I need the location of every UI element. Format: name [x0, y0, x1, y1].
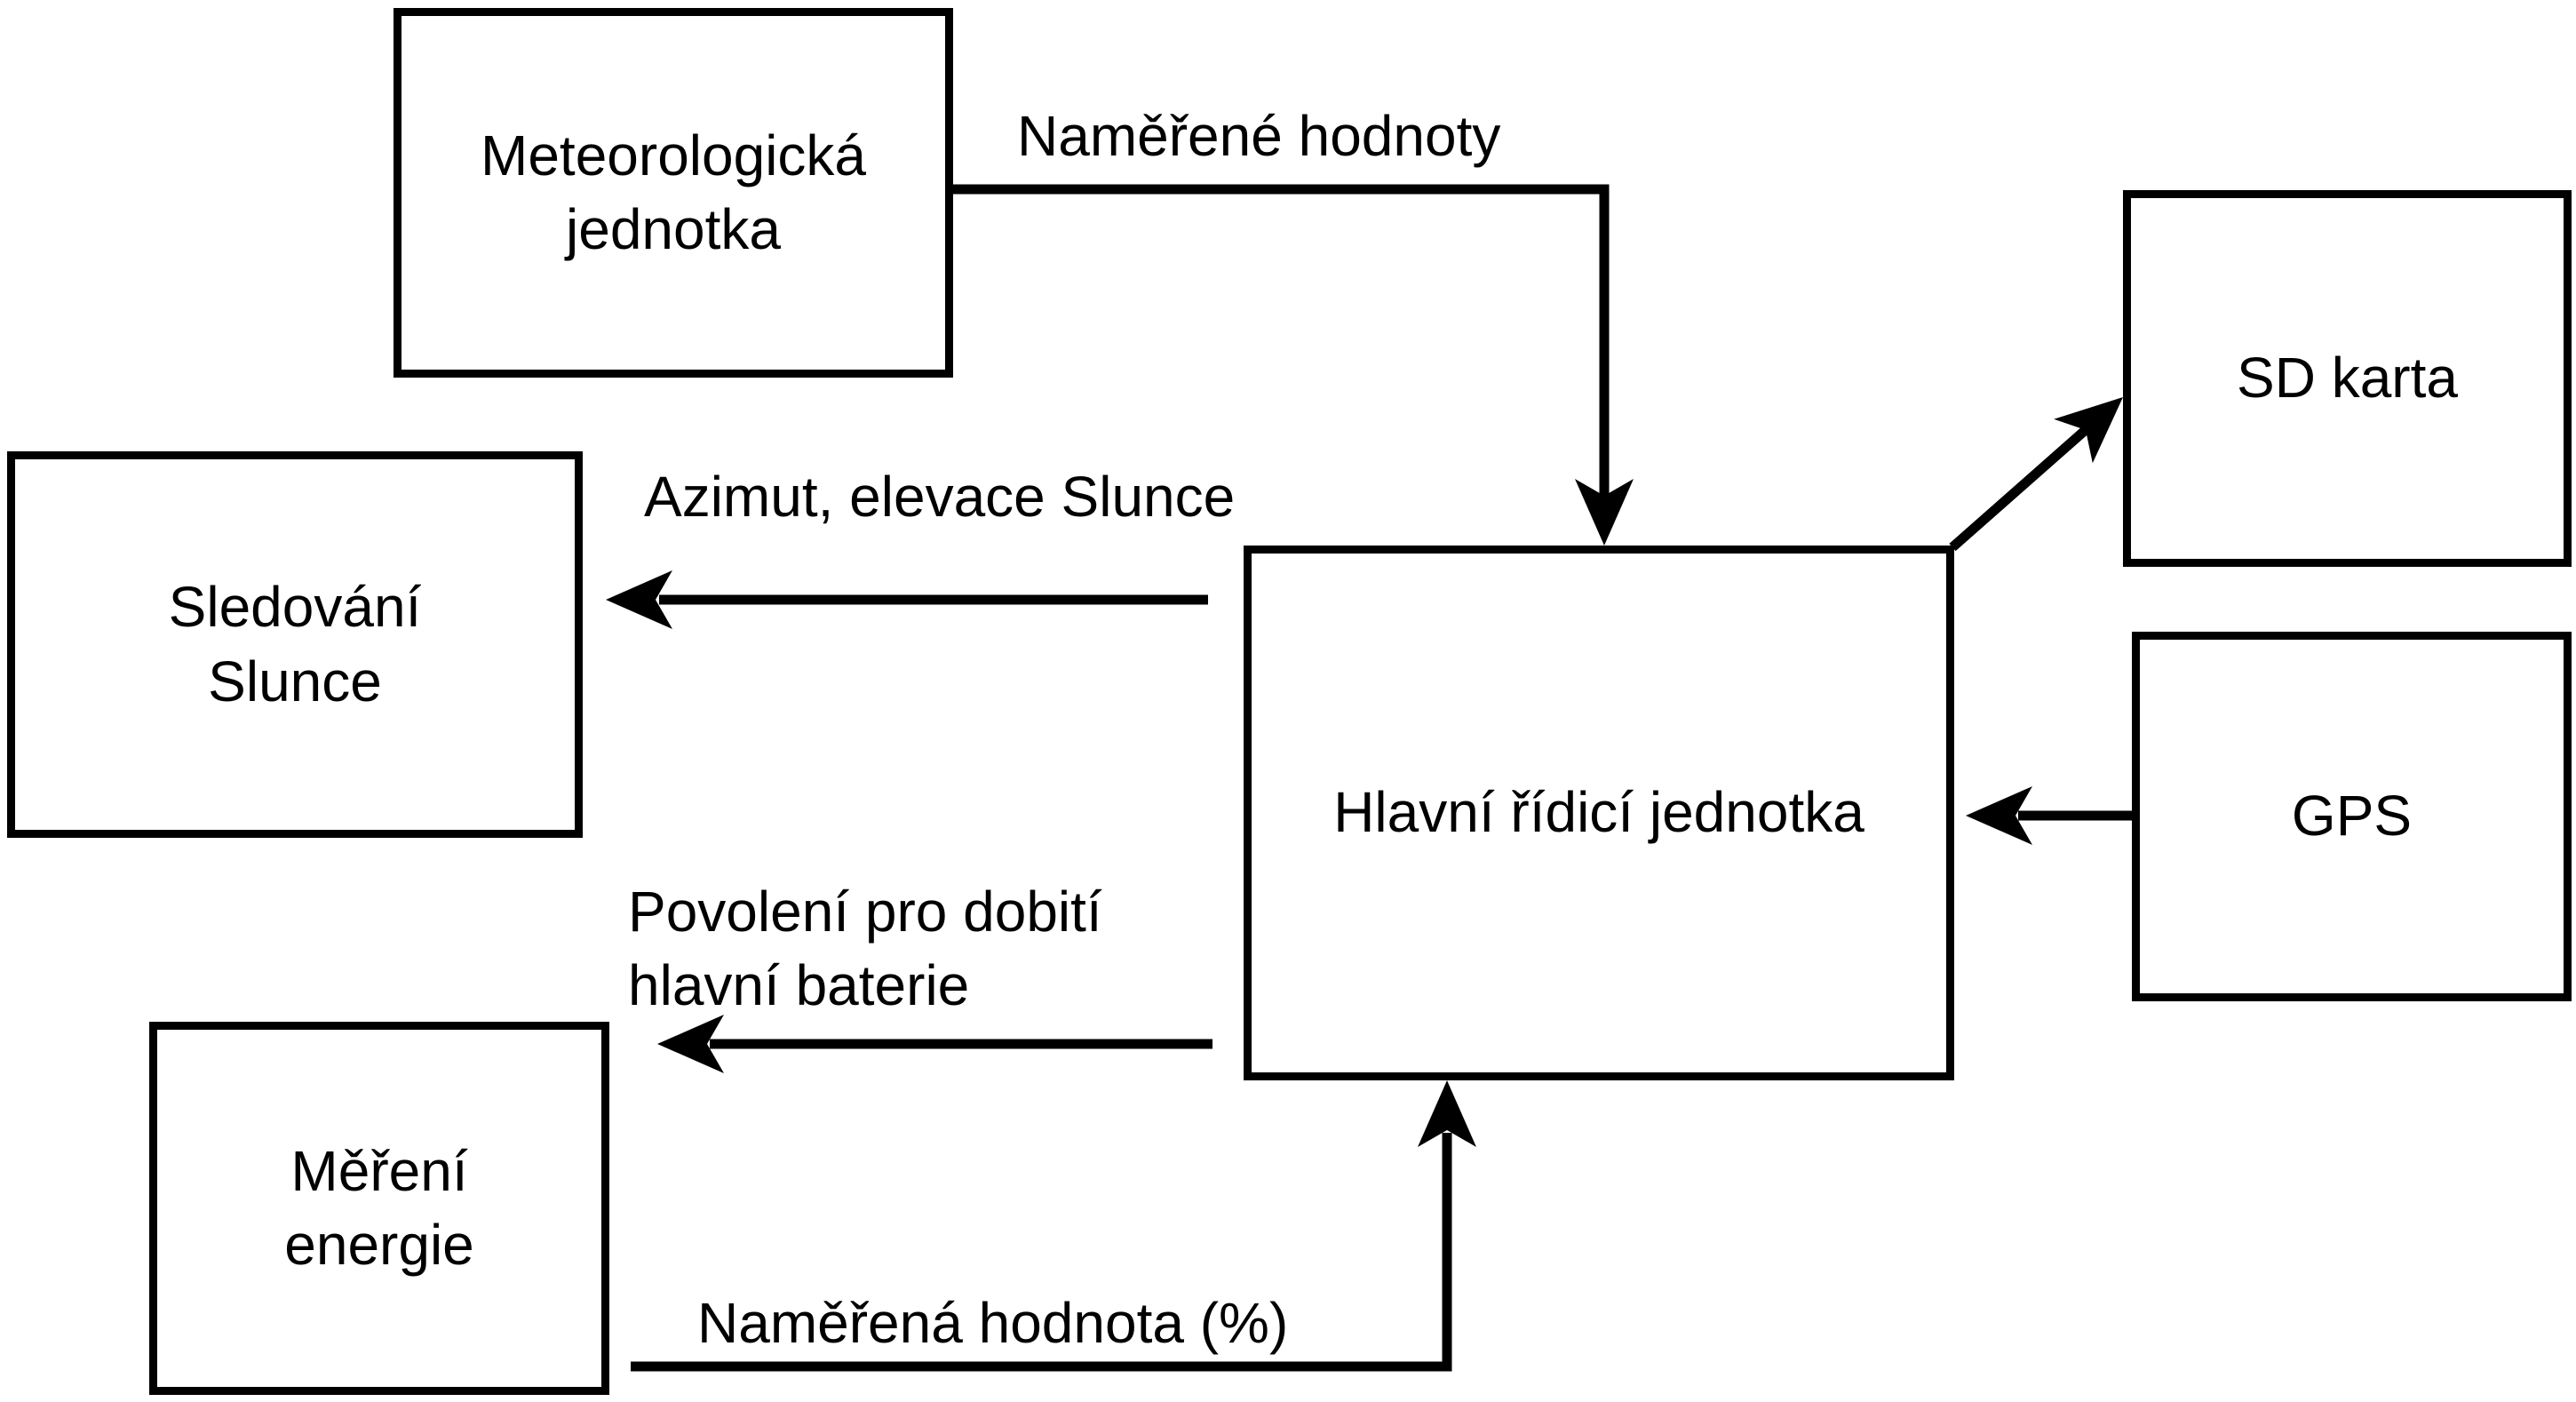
edge-label-povoleni-pro-dobiti: Povolení pro dobití hlavní baterie: [628, 880, 1102, 1018]
box-gps-label: GPS: [2291, 784, 2413, 848]
box-meteorologicka-jednotka-label: Meteorologická jednotka: [481, 123, 866, 261]
arrow-meteo-to-main: [953, 184, 1634, 546]
edge-label-namerene-hodnoty: Naměřené hodnoty: [1017, 104, 1501, 168]
box-mereni-energie: Měření energie: [149, 1022, 609, 1395]
arrow-main-to-sd: [1949, 397, 2123, 552]
edge-label-namerena-hodnota: Naměřená hodnota (%): [697, 1291, 1289, 1355]
box-sledovani-slunce-label: Sledování Slunce: [168, 575, 422, 713]
box-sd-karta: SD karta: [2123, 190, 2572, 567]
box-sledovani-slunce: Sledování Slunce: [7, 451, 583, 838]
box-meteorologicka-jednotka: Meteorologická jednotka: [394, 8, 953, 378]
arrow-gps-to-main: [1966, 786, 2132, 845]
box-mereni-energie-label: Měření energie: [284, 1138, 474, 1277]
arrow-main-to-sledovani: [606, 570, 1208, 629]
box-gps: GPS: [2132, 632, 2572, 1001]
box-hlavni-ridici-jednotka: Hlavní řídicí jednotka: [1244, 546, 1954, 1080]
arrow-mereni-to-main: [631, 1080, 1476, 1372]
box-hlavni-ridici-jednotka-label: Hlavní řídicí jednotka: [1333, 780, 1864, 845]
box-sd-karta-label: SD karta: [2237, 346, 2458, 410]
arrow-main-to-mereni: [657, 1015, 1212, 1073]
edge-label-azimut-elevace-slunce: Azimut, elevace Slunce: [644, 465, 1236, 529]
